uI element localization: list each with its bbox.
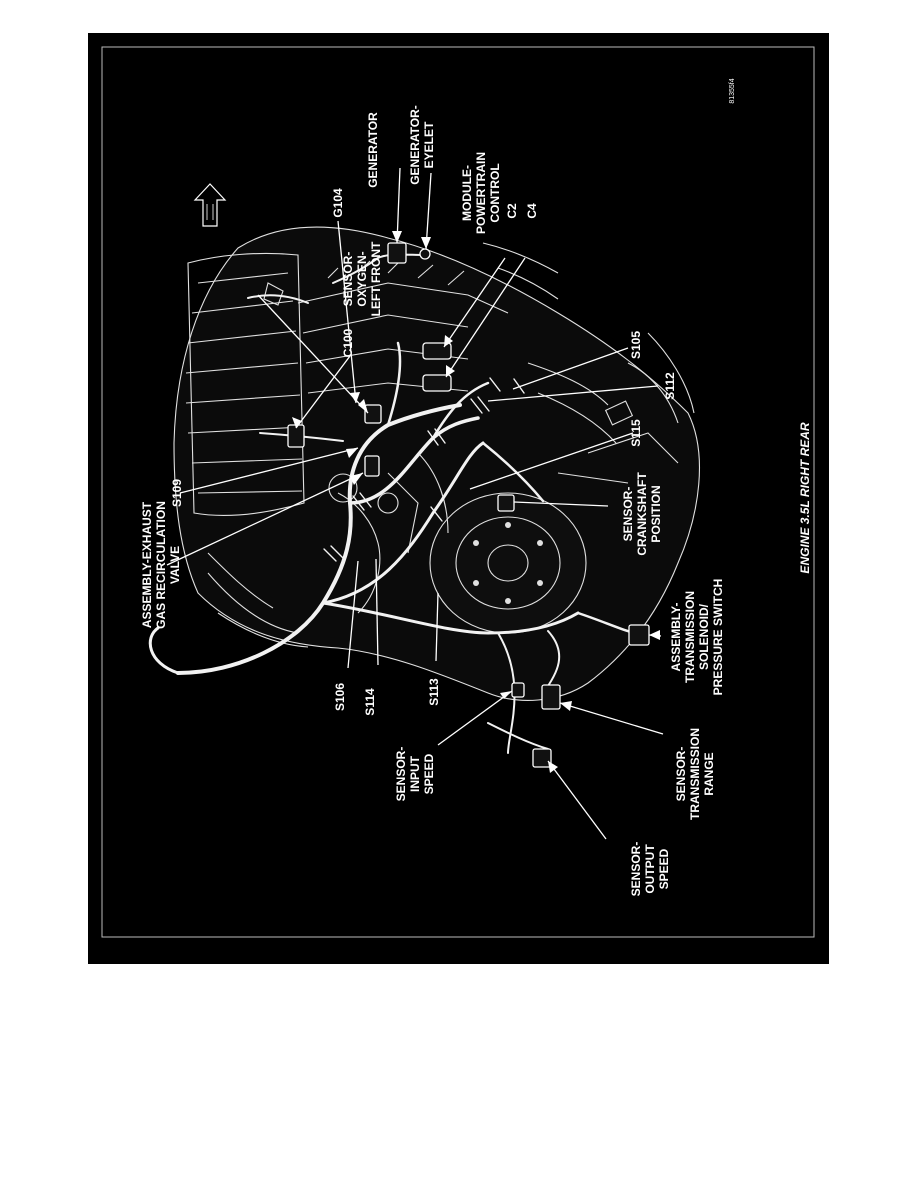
eyelet-terminal (419, 248, 431, 260)
output-line-3: SPEED (657, 848, 671, 889)
s106-text: S106 (333, 683, 347, 711)
crank-line-1: SENSOR- (621, 487, 635, 542)
s109-text: S109 (170, 479, 184, 507)
label-s115: S115 (629, 419, 643, 447)
c2-text: C2 (505, 203, 519, 219)
eyelet-line-1: GENERATOR- (408, 105, 422, 185)
o2-line-3: LEFT FRONT (369, 241, 383, 316)
label-s114: S114 (363, 688, 377, 716)
output-line-1: SENSOR- (629, 842, 643, 897)
caption-text: ENGINE 3.5L RIGHT REAR (798, 422, 812, 573)
generator-text: GENERATOR (366, 112, 380, 188)
label-trans-range: SENSOR- TRANSMISSION RANGE (674, 728, 716, 820)
egr-connector (364, 455, 380, 477)
o2-line-1: SENSOR- (341, 252, 355, 307)
input-line-1: SENSOR- (394, 747, 408, 802)
engine-wiring-diagram: 81355f4 ASSEMBLY-EXHAUST GAS RECIRCULATI… (101, 46, 815, 938)
output-line-2: OUTPUT (643, 844, 657, 894)
crankshaft-connector (497, 494, 515, 512)
s105-text: S105 (629, 331, 643, 359)
range-line-2: TRANSMISSION (688, 728, 702, 820)
leader-lines (166, 167, 664, 840)
label-o2-left-front: SENSOR- OXYGEN- LEFT FRONT (341, 241, 383, 316)
solenoid-line-4: PRESSURE SWITCH (711, 579, 725, 696)
label-s113: S113 (427, 678, 441, 706)
egr-line-1: ASSEMBLY-EXHAUST (140, 501, 154, 628)
label-s105: S105 (629, 331, 643, 359)
range-line-1: SENSOR- (674, 747, 688, 802)
input-line-3: SPEED (422, 753, 436, 794)
s112-text: S112 (663, 372, 677, 400)
range-connector (541, 684, 561, 710)
label-s109: S109 (170, 479, 184, 507)
egr-line-3: VALVE (168, 546, 182, 584)
c100-connector (287, 424, 305, 448)
label-egr-valve: ASSEMBLY-EXHAUST GAS RECIRCULATION VALVE (140, 501, 182, 629)
label-s106: S106 (333, 683, 347, 711)
figure-id: 81355f4 (729, 78, 736, 103)
c4-text: C4 (525, 203, 539, 219)
egr-line-2: GAS RECIRCULATION (154, 501, 168, 629)
pcm-c2-connector (422, 342, 452, 360)
direction-arrow-icon (193, 183, 227, 227)
caption: ENGINE 3.5L RIGHT REAR (798, 422, 812, 573)
label-s112: S112 (663, 372, 677, 400)
solenoid-connector (628, 624, 650, 646)
pcm-line-2: POWERTRAIN (474, 152, 488, 234)
label-g104: G104 (331, 188, 345, 218)
pcm-c4-connector (422, 374, 452, 392)
input-speed-connector (511, 682, 525, 698)
eyelet-line-2: EYELET (422, 121, 436, 168)
connectors (287, 242, 650, 768)
o2-connector (364, 404, 382, 424)
solenoid-line-3: SOLENOID/ (697, 603, 711, 670)
label-pcm: MODULE- POWERTRAIN CONTROL (460, 152, 502, 234)
pcm-line-1: MODULE- (460, 165, 474, 221)
arrowheads (292, 231, 660, 773)
s113-text: S113 (427, 678, 441, 706)
label-crankshaft: SENSOR- CRANKSHAFT POSITION (621, 472, 663, 556)
wiring-harness (148, 253, 646, 754)
g104-text: G104 (331, 188, 345, 218)
solenoid-line-1: ASSEMBLY- (669, 603, 683, 672)
figure-id-text: 81355f4 (729, 78, 736, 103)
s115-text: S115 (629, 419, 643, 447)
label-c100: C100 (341, 328, 355, 357)
label-output-speed: SENSOR- OUTPUT SPEED (629, 842, 671, 897)
label-generator-eyelet: GENERATOR- EYELET (408, 105, 436, 185)
solenoid-line-2: TRANSMISSION (683, 591, 697, 683)
c100-text: C100 (341, 328, 355, 357)
crank-line-3: POSITION (649, 485, 663, 542)
diagram-panel: 81355f4 ASSEMBLY-EXHAUST GAS RECIRCULATI… (88, 33, 829, 964)
crank-line-2: CRANKSHAFT (635, 472, 649, 556)
output-speed-connector (532, 748, 552, 768)
input-line-2: INPUT (408, 755, 422, 792)
range-line-3: RANGE (702, 752, 716, 795)
label-generator: GENERATOR (366, 112, 380, 188)
label-solenoid: ASSEMBLY- TRANSMISSION SOLENOID/ PRESSUR… (669, 579, 725, 696)
o2-line-2: OXYGEN- (355, 251, 369, 306)
generator-connector (387, 242, 407, 264)
label-c2: C2 (505, 203, 519, 219)
s114-text: S114 (363, 688, 377, 716)
inner-frame (101, 46, 815, 938)
pcm-line-3: CONTROL (488, 163, 502, 222)
label-input-speed: SENSOR- INPUT SPEED (394, 747, 436, 802)
label-c4: C4 (525, 203, 539, 219)
